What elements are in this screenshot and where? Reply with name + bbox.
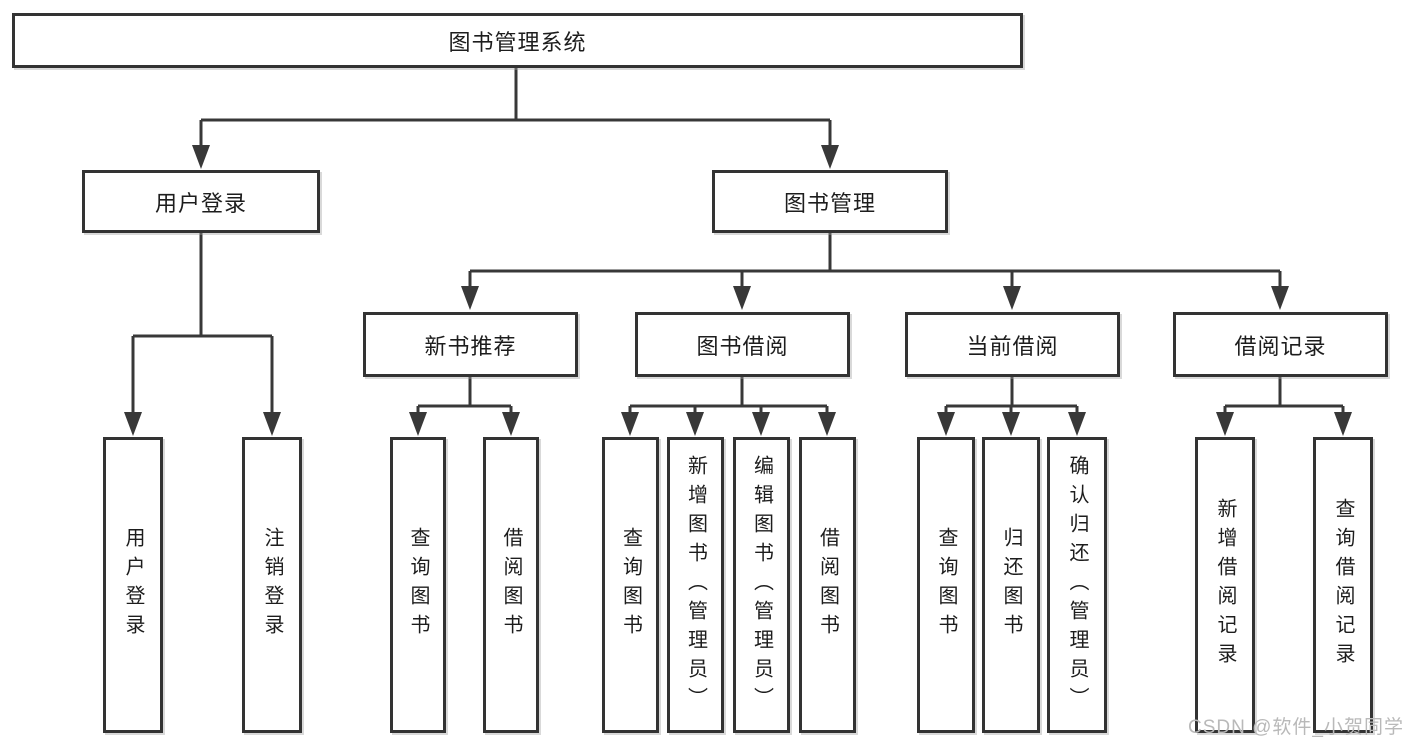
leaf-add-borrow-record-label: 新增借阅记录 (1214, 498, 1236, 672)
leaf-edit-books-admin: 编辑图书（管理员） (733, 437, 790, 733)
leaf-add-borrow-record: 新增借阅记录 (1195, 437, 1255, 733)
records-branch-connectors (1216, 377, 1352, 436)
node-book-borrow-label: 图书借阅 (696, 333, 789, 359)
leaf-return-books-label: 归还图书 (1000, 527, 1022, 643)
leaf-recommend-query-books: 查询图书 (390, 437, 446, 733)
leaf-logout-label: 注销登录 (261, 527, 283, 643)
node-book-management: 图书管理 (712, 170, 948, 233)
leaf-user-login-action-label: 用户登录 (122, 527, 144, 643)
csdn-watermark: CSDN @软件_小贺同学 (1188, 717, 1404, 738)
node-book-borrow: 图书借阅 (635, 312, 850, 377)
leaf-recommend-query-books-label: 查询图书 (407, 527, 429, 643)
node-user-login: 用户登录 (82, 170, 320, 233)
leaf-current-query-books-label: 查询图书 (935, 527, 957, 643)
node-root: 图书管理系统 (12, 13, 1023, 68)
leaf-add-books-admin-label: 新增图书（管理员） (684, 454, 707, 716)
borrow-branch-connectors (621, 377, 836, 436)
node-current-borrow: 当前借阅 (905, 312, 1120, 377)
leaf-confirm-return-admin-label: 确认归还（管理员） (1066, 454, 1088, 716)
current-branch-connectors (937, 377, 1086, 436)
leaf-return-books: 归还图书 (982, 437, 1040, 733)
leaf-borrow-books: 借阅图书 (799, 437, 856, 733)
leaf-current-query-books: 查询图书 (917, 437, 975, 733)
node-borrow-records-label: 借阅记录 (1234, 333, 1327, 359)
leaf-confirm-return-admin: 确认归还（管理员） (1047, 437, 1107, 733)
leaf-recommend-borrow-books-label: 借阅图书 (500, 527, 522, 643)
login-branch-connectors (124, 233, 281, 436)
leaf-logout: 注销登录 (242, 437, 302, 733)
leaf-edit-books-admin-label: 编辑图书（管理员） (750, 454, 773, 716)
leaf-query-borrow-record: 查询借阅记录 (1313, 437, 1373, 733)
leaf-query-borrow-record-label: 查询借阅记录 (1332, 498, 1354, 672)
leaf-recommend-borrow-books: 借阅图书 (483, 437, 539, 733)
leaf-borrow-query-books-label: 查询图书 (619, 527, 642, 643)
leaf-borrow-books-label: 借阅图书 (816, 527, 839, 643)
leaf-add-books-admin: 新增图书（管理员） (667, 437, 724, 733)
management-branch-connectors (461, 233, 1289, 310)
recommend-branch-connectors (409, 377, 520, 436)
node-current-borrow-label: 当前借阅 (966, 333, 1059, 359)
node-root-label: 图书管理系统 (448, 29, 587, 55)
leaf-user-login-action: 用户登录 (103, 437, 163, 733)
root-connectors (192, 68, 839, 169)
node-user-login-label: 用户登录 (154, 190, 247, 216)
node-new-book-recommend: 新书推荐 (363, 312, 578, 377)
node-book-management-label: 图书管理 (783, 190, 876, 216)
leaf-borrow-query-books: 查询图书 (602, 437, 659, 733)
node-new-book-recommend-label: 新书推荐 (424, 333, 517, 359)
node-borrow-records: 借阅记录 (1173, 312, 1388, 377)
